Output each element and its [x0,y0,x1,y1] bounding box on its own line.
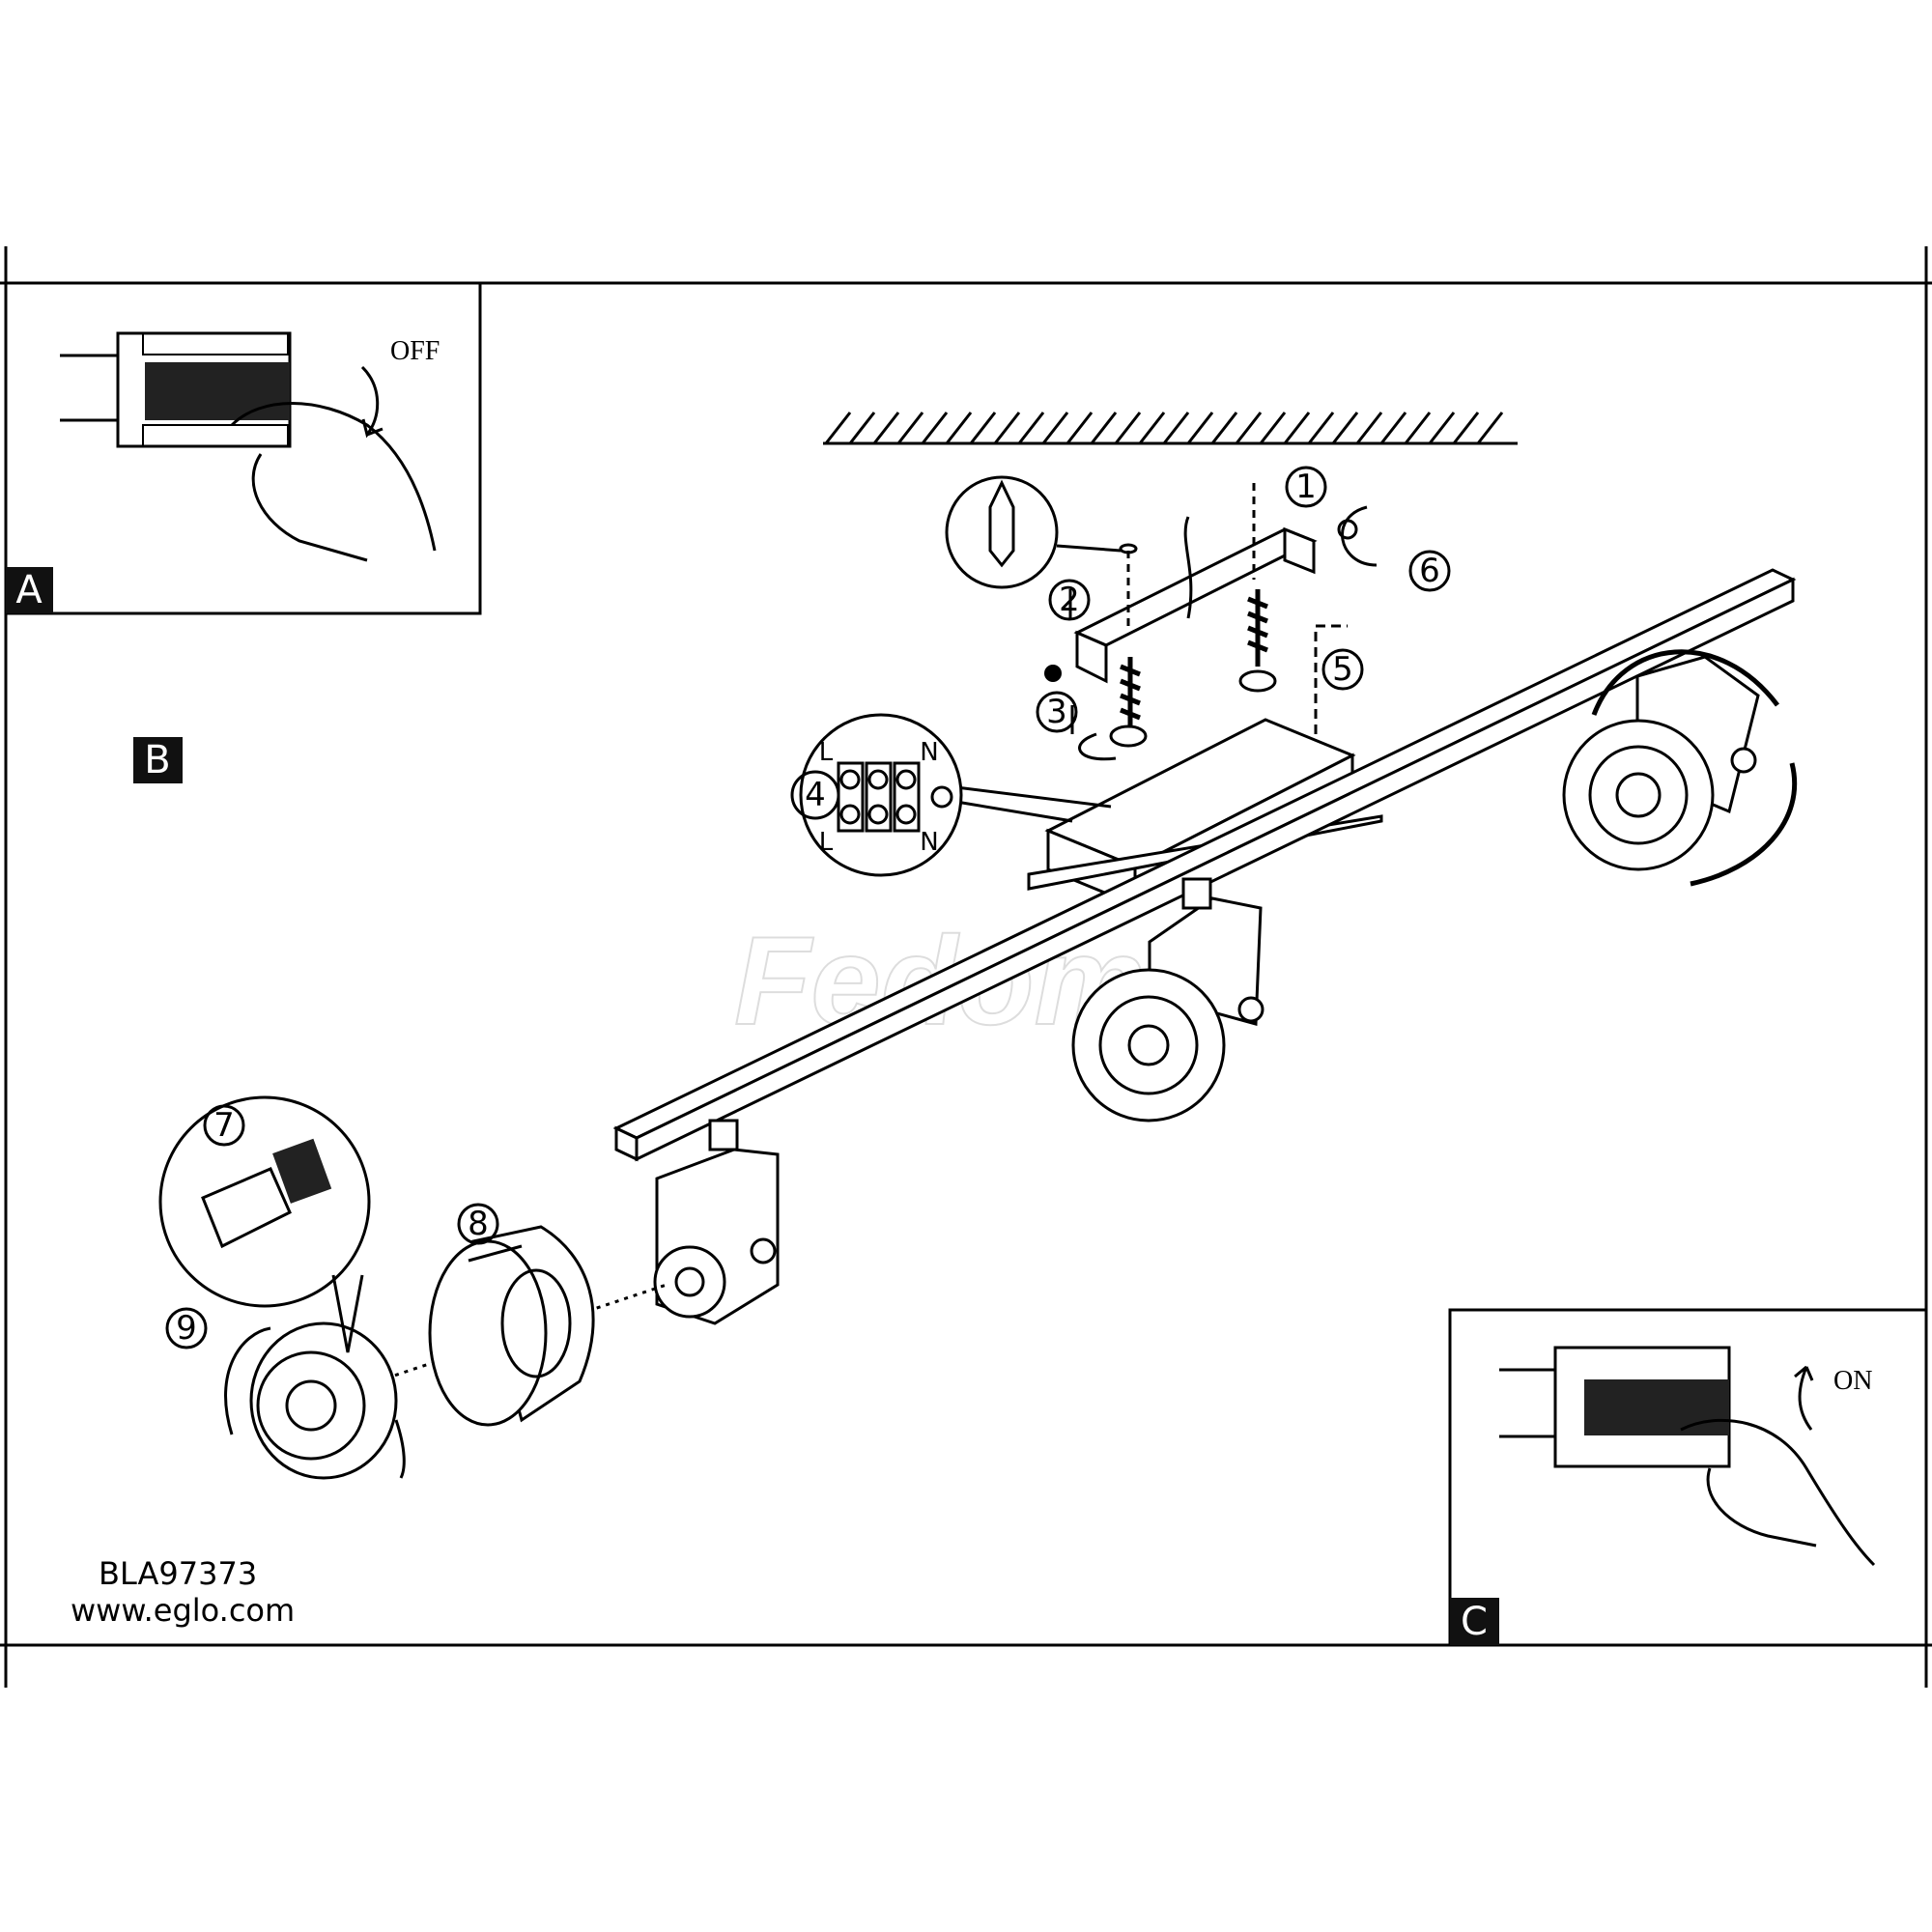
step-3: 3 [1036,691,1078,733]
tilt-arrow-icon [1690,762,1798,887]
model-number: BLA97373 [99,1555,258,1592]
terminal-label-n: N [920,828,938,857]
svg-text:2: 2 [1059,581,1080,619]
gu10-bulb [224,1321,406,1480]
hand-icon [1680,1418,1876,1567]
panel-a-switch-off: OFF A [4,281,482,615]
panel-b-label-box [133,737,183,783]
svg-text:8: 8 [468,1205,489,1243]
switch-state-on: ON [1833,1366,1872,1396]
wall-plug-icon [988,479,1015,568]
spotlight-right [1562,649,1798,887]
terminal-label-n: N [920,738,938,767]
step-5: 5 [1321,648,1364,691]
mounting-bracket [1044,483,1378,761]
wall-plug-detail [945,475,1138,589]
rotate-arrow-icon [1078,732,1117,761]
step-8: 8 [457,1203,499,1245]
switch-state-off: OFF [390,336,440,366]
svg-text:6: 6 [1419,552,1440,590]
panel-c-label-box [1450,1598,1499,1645]
spotlight-left-bracket [653,1119,780,1325]
panel-a-label-box [6,567,53,613]
svg-text:9: 9 [176,1309,197,1348]
rotate-arrow-icon [1341,505,1378,567]
panel-c-label: C [1461,1600,1488,1644]
terminal-label-l: L [819,738,834,767]
svg-text:3: 3 [1046,693,1067,731]
screw-icon [1247,589,1268,667]
panel-a-label: A [15,568,43,612]
terminal-label-l: L [819,828,834,857]
breaker-row-icon [1584,1379,1729,1435]
lens-ring [376,1225,668,1427]
switch-up-arrow-icon [1794,1365,1814,1431]
website-link[interactable]: www.eglo.com [71,1592,296,1629]
step-markers: 1 2 3 4 5 6 7 8 9 [165,466,1451,1350]
bulb-icon [201,1167,292,1249]
rotate-arrow-icon [1591,649,1779,716]
breaker-row-icon [142,332,290,447]
svg-text:4: 4 [805,776,826,814]
arrow-icon [468,1244,523,1263]
step-1: 1 [1285,466,1327,508]
step-4: 4 [790,770,840,820]
bulb-detail [158,1095,371,1353]
earth-icon [930,785,953,809]
bolt-icon [1044,665,1062,682]
screw-icon [1120,657,1141,729]
svg-text:5: 5 [1332,650,1353,689]
switch-down-arrow-icon [360,365,384,439]
panel-c-switch-on: ON C [1448,1308,1928,1647]
cable-icon [1183,516,1193,619]
ceiling-hatch [823,412,1518,445]
step-6: 6 [1408,550,1451,592]
socket-icon [272,1138,332,1204]
step-2: 2 [1048,579,1091,621]
svg-text:7: 7 [213,1106,235,1145]
wiring-terminal-detail: L N L N [799,713,1112,877]
svg-text:1: 1 [1295,468,1317,506]
step-7: 7 [203,1104,245,1147]
hand-icon [230,402,437,562]
panel-b-label: B [144,738,170,782]
rotate-arrow-icon [224,1326,406,1479]
step-9: 9 [165,1307,208,1350]
light-rail [612,568,1797,1162]
spotlight-middle [1071,877,1264,1122]
